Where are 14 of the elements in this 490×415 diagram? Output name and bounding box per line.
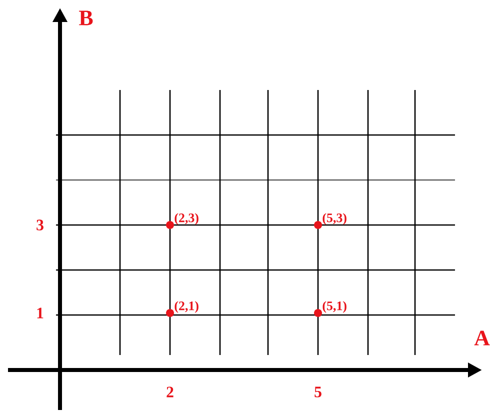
tick-label: 3 — [36, 220, 44, 230]
point-dot — [314, 221, 322, 229]
point-dot — [166, 221, 174, 229]
point-label: (5,3) — [322, 213, 346, 225]
point-label: (2,1) — [174, 301, 198, 313]
point-label: (2,3) — [174, 213, 198, 225]
axis-label: A — [474, 330, 490, 346]
point-dot — [314, 309, 322, 317]
tick-label: 5 — [314, 386, 322, 398]
point-dot — [166, 309, 174, 317]
tick-label: 2 — [166, 386, 174, 398]
axis-label: B — [79, 10, 93, 26]
tick-label: 1 — [37, 308, 44, 318]
point-label: (5,1) — [322, 301, 346, 313]
